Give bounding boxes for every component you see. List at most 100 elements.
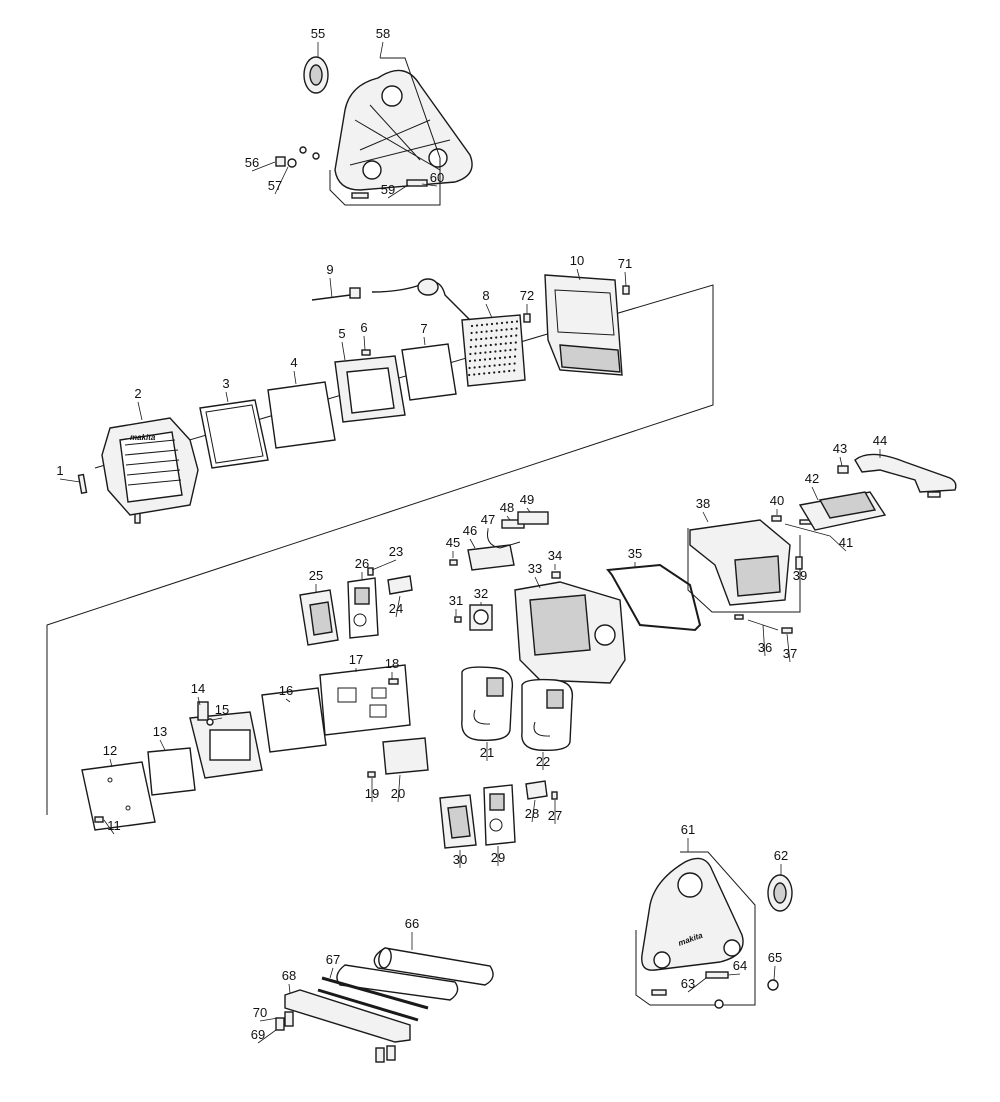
callout-17: 17	[349, 652, 363, 667]
callout-25: 25	[309, 568, 323, 583]
part-29-terminal	[483, 784, 516, 846]
callout-66: 66	[405, 916, 419, 931]
leader-line-13	[159, 739, 166, 751]
callout-55: 55	[311, 26, 325, 41]
leader-line-67	[329, 967, 334, 979]
callout-7: 7	[420, 321, 427, 336]
part-48-49-switch	[501, 511, 549, 529]
part-7-sheet	[401, 343, 457, 401]
leader-line-41	[829, 535, 847, 552]
callout-32: 32	[474, 586, 488, 601]
part-34-screw	[551, 571, 561, 579]
leader-line-15	[211, 717, 223, 721]
part-65-washer	[767, 979, 779, 991]
callout-4: 4	[290, 355, 297, 370]
part-47-wire	[487, 529, 521, 549]
part-66-tube-second	[336, 964, 459, 1001]
callout-72: 72	[520, 288, 534, 303]
callout-6: 6	[360, 320, 367, 335]
callout-31: 31	[449, 593, 463, 608]
part-45-screw	[449, 559, 458, 566]
callout-22: 22	[536, 754, 550, 769]
leader-line-24	[395, 595, 401, 618]
part-3-lens	[199, 399, 269, 469]
callout-64: 64	[733, 958, 747, 973]
leader-line-11	[103, 819, 115, 835]
leader-line-10	[576, 268, 581, 281]
callout-2: 2	[134, 386, 141, 401]
leader-line-68	[288, 983, 291, 994]
part-55-knob	[303, 56, 329, 94]
callout-39: 39	[793, 568, 807, 583]
part-62-knob	[767, 874, 793, 912]
leader-line-36	[762, 624, 766, 657]
part-44-handle	[854, 453, 957, 498]
part-27-28-switch	[525, 780, 558, 800]
leader-line-69	[257, 1029, 277, 1044]
callout-71: 71	[618, 256, 632, 271]
part-4-gasket	[267, 381, 336, 449]
part-26-terminal	[347, 577, 379, 639]
part-38-top-housing	[687, 519, 801, 613]
leader-line-63	[687, 977, 707, 993]
leader-line-46	[469, 538, 476, 549]
part-22-terminal	[521, 678, 574, 752]
leader-line-8	[485, 303, 493, 319]
part-10-rear-cover	[544, 274, 623, 376]
part-68-bracket	[284, 989, 411, 1043]
part-66-tube	[373, 947, 494, 986]
callout-34: 34	[548, 548, 562, 563]
callout-24: 24	[389, 601, 403, 616]
part-69-70-bolts	[275, 1011, 396, 1063]
part-17-label-panel	[319, 664, 411, 736]
callout-44: 44	[873, 433, 887, 448]
callout-48: 48	[500, 500, 514, 515]
leader-line-12	[109, 758, 113, 768]
callout-8: 8	[482, 288, 489, 303]
part-25-battery-holder	[299, 589, 339, 646]
callout-40: 40	[770, 493, 784, 508]
part-56-57-nut-washer	[275, 146, 320, 168]
part-39-spring	[795, 556, 803, 570]
leader-line-16	[285, 698, 291, 703]
callout-23: 23	[389, 544, 403, 559]
callout-42: 42	[805, 471, 819, 486]
callout-63: 63	[681, 976, 695, 991]
callout-5: 5	[338, 326, 345, 341]
callout-14: 14	[191, 681, 205, 696]
callout-18: 18	[385, 656, 399, 671]
callout-35: 35	[628, 546, 642, 561]
leader-line-57	[274, 166, 289, 195]
callout-61: 61	[681, 822, 695, 837]
part-42-filter	[798, 491, 887, 531]
led-grid	[468, 320, 519, 377]
leader-line-48	[506, 515, 511, 521]
part-21-terminal	[461, 666, 514, 741]
callout-47: 47	[481, 512, 495, 527]
part-33-main-housing	[514, 581, 626, 684]
callout-37: 37	[783, 646, 797, 661]
leader-line-14	[197, 696, 201, 706]
part-20-plate	[382, 737, 429, 775]
callout-3: 3	[222, 376, 229, 391]
part-6-screw	[361, 349, 371, 356]
callout-38: 38	[696, 496, 710, 511]
leader-line-56	[251, 161, 276, 172]
callout-46: 46	[463, 523, 477, 538]
part-8-led-board	[461, 314, 526, 387]
callout-41: 41	[839, 535, 853, 550]
leader-line-23	[371, 559, 397, 571]
callout-45: 45	[446, 535, 460, 550]
leader-line-64	[727, 973, 741, 976]
brand-logo: makita	[130, 433, 156, 442]
callout-69: 69	[251, 1027, 265, 1042]
callout-58: 58	[376, 26, 390, 41]
part-43-screw	[837, 465, 849, 474]
part-58-side-cover	[329, 57, 473, 206]
callout-65: 65	[768, 950, 782, 965]
part-13-gasket	[147, 747, 196, 796]
part-15-screw	[206, 718, 214, 726]
leader-line-49	[526, 507, 531, 513]
